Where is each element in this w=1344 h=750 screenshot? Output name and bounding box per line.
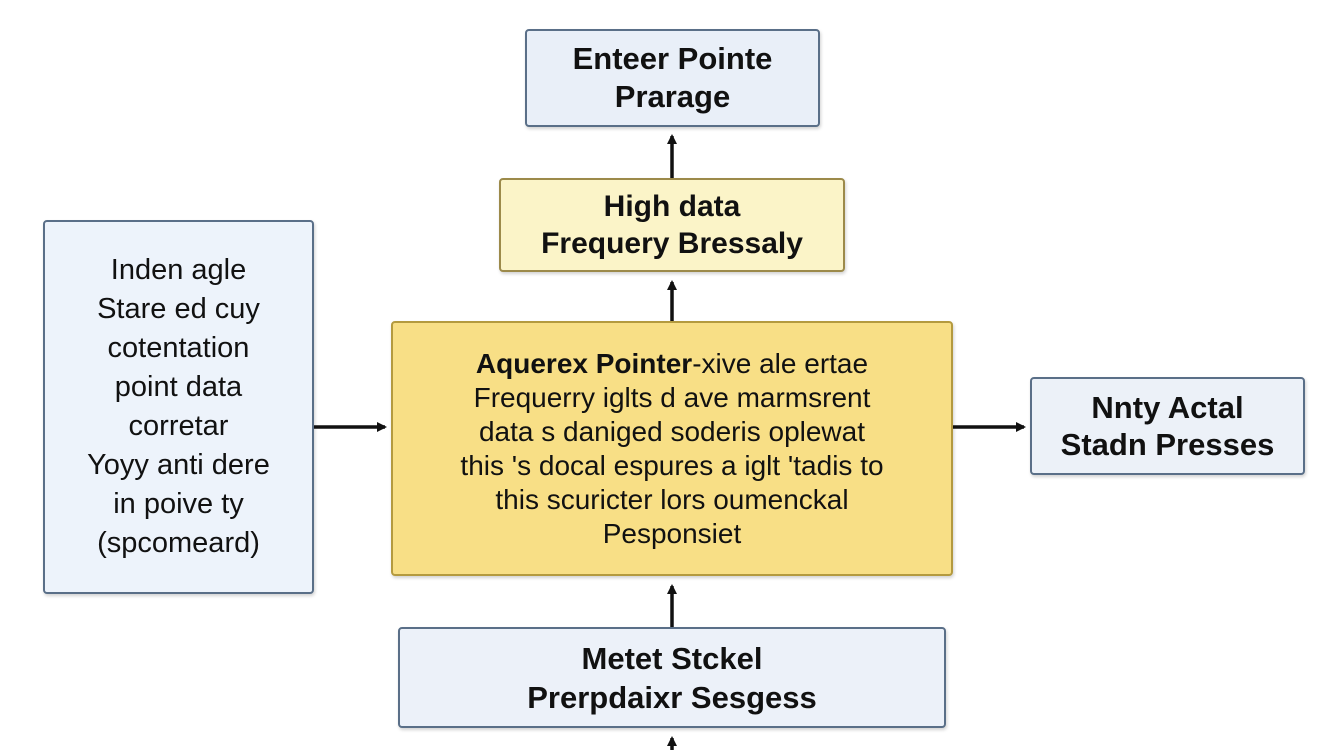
- node-metet-stckel: Metet Stckel Prerpdaixr Sesgess: [398, 627, 946, 728]
- node-center-line-6: Pesponsiet: [602, 517, 742, 549]
- node-left-line-5: corretar: [128, 410, 229, 442]
- node-right-line-2: Stadn Presses: [1060, 427, 1275, 462]
- node-center-first-line-rest: -xive ale ertae: [692, 347, 869, 379]
- node-second-line-1: High data: [603, 190, 741, 223]
- node-inden-agle: Inden agle Stare ed cuy cotentation poin…: [43, 220, 314, 594]
- node-center-line-3: data s daniged soderis oplewat: [478, 415, 866, 447]
- node-left-line-3: cotentation: [107, 332, 250, 364]
- node-center-line-1: Aquerex Pointer-xive ale ertae: [476, 347, 868, 381]
- node-center-line-5: this scuricter lors oumenckal: [495, 483, 849, 515]
- node-left-line-7: in poive ty: [113, 488, 244, 520]
- node-left-line-2: Stare ed cuy: [97, 293, 260, 325]
- node-center-line-4: this 's docal espures a iglt 'tadis to: [460, 449, 884, 481]
- node-bottom-line-1: Metet Stckel: [581, 640, 763, 676]
- node-right-line-1: Nnty Actal: [1091, 390, 1244, 425]
- node-high-data: High data Frequery Bressaly: [499, 178, 845, 272]
- node-enteer-pointe: Enteer Pointe Prarage: [525, 29, 820, 127]
- node-top-line-2: Prarage: [614, 79, 731, 114]
- node-bottom-line-2: Prerpdaixr Sesgess: [527, 679, 817, 715]
- node-left-line-4: point data: [114, 371, 243, 403]
- node-left-line-1: Inden agle: [110, 254, 247, 286]
- node-left-line-8: (spcomeard): [97, 527, 260, 559]
- node-left-line-6: Yoyy anti dere: [87, 449, 270, 481]
- node-center-bold-lead: Aquerex Pointer: [475, 347, 693, 379]
- node-top-line-1: Enteer Pointe: [572, 41, 773, 76]
- node-second-line-2: Frequery Bressaly: [541, 227, 803, 260]
- node-nnty-actal: Nnty Actal Stadn Presses: [1030, 377, 1305, 475]
- node-center-line-2: Frequerry iglts d ave marmsrent: [473, 381, 871, 413]
- node-aquerex-pointer: Aquerex Pointer-xive ale ertae Frequerry…: [391, 321, 953, 576]
